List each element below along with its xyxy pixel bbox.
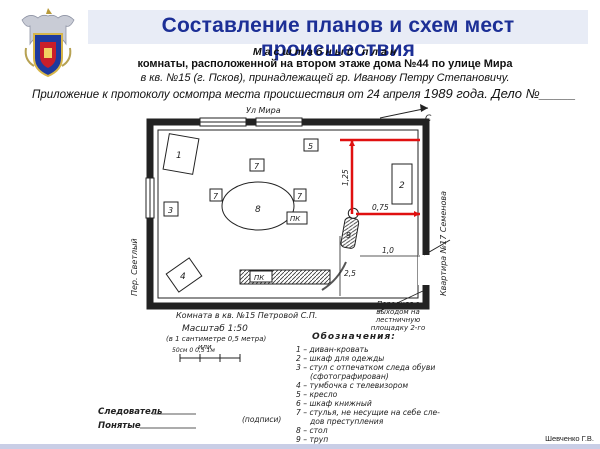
- measurement-lines: [340, 138, 420, 217]
- plan-owner-line: в кв. №15 (г. Псков), принадлежащей гр. …: [140, 72, 510, 84]
- chair-right-shape: [293, 188, 307, 202]
- chair-left-shape: [209, 188, 223, 202]
- compass-arrow-icon: [379, 104, 429, 119]
- armchair-pk-shape: [286, 211, 308, 225]
- corridor-note-box: Передняя с выходом на лестничную площадк…: [370, 300, 426, 334]
- investigator-label: Следователь: [98, 407, 162, 417]
- legend-item: 4 – тумбочка с телевизором: [296, 381, 409, 390]
- dimension-0-75: 0,75: [372, 203, 389, 212]
- corridor-note: Передняя с выходом на лестничную площадк…: [370, 300, 426, 334]
- scale-bar: [179, 354, 241, 362]
- legend-item: 8 – стол: [296, 426, 328, 435]
- dimension-2-5: 2,5: [344, 269, 356, 278]
- plan-subheading: комнаты, расположенной на втором этаже д…: [137, 58, 513, 70]
- legend-item: 2 – шкаф для одежды: [296, 354, 385, 363]
- legend-item: 1 – диван-кровать: [296, 345, 369, 354]
- table-shape: [221, 181, 295, 231]
- street-right-label: Квартира №17 Семенова: [439, 191, 448, 296]
- scale-title: Масштаб 1:50: [182, 324, 248, 334]
- street-top-label: Ул Мира: [246, 106, 281, 115]
- bloodstain-trail: [321, 261, 347, 291]
- legend-item: 7 – стулья, не несущие на себе сле-: [296, 408, 440, 417]
- author-credit: Шевченко Г.В.: [545, 434, 594, 443]
- furniture-tag-bookcase: ПК: [254, 274, 265, 282]
- furniture-number-chair-right: 7: [297, 192, 303, 201]
- furniture-number-wardrobe: 2: [399, 181, 405, 191]
- bed-shape: [162, 133, 200, 175]
- bookcase-tag: [249, 270, 273, 283]
- legend-item: (сфотографирован): [310, 372, 389, 381]
- room-walls: [145, 117, 451, 310]
- furniture-number-tv-stand: 4: [180, 272, 186, 282]
- legend-item: дов преступления: [310, 417, 384, 426]
- body-shape: [340, 207, 360, 249]
- scale-subtitle: (в 1 сантиметре 0,5 метра): [166, 335, 266, 343]
- armchair-shape: [303, 138, 319, 152]
- legend-title: Обозначения:: [312, 332, 396, 342]
- furniture-number-chair-left: 7: [213, 192, 219, 201]
- chair-top-shape: [249, 158, 265, 172]
- legend-item: 9 – труп: [296, 435, 329, 444]
- slide-title: Составление планов и схем мест происшест…: [161, 14, 515, 61]
- corridor-note-pointer: [377, 289, 426, 313]
- room-caption: Комната в кв. №15 Петровой С.П.: [176, 311, 317, 320]
- dimension-1-0: 1,0: [382, 246, 394, 255]
- footprint-chair-shape: [163, 201, 179, 217]
- legend-item: 5 – кресло: [296, 390, 338, 399]
- furniture-number-body: 9: [346, 231, 351, 240]
- furniture-number-table: 8: [255, 205, 261, 215]
- bottom-bar: [0, 444, 600, 449]
- protocol-line: Приложение к протоколу осмотра места про…: [32, 86, 592, 101]
- plan-heading: Масштабный план: [252, 46, 400, 58]
- furniture-number-footprint-chair: 3: [168, 206, 173, 215]
- witnesses-label: Понятые: [98, 421, 141, 431]
- furniture-number-armchair: 5: [308, 142, 313, 151]
- furniture-number-bed: 1: [176, 151, 182, 161]
- tv-stand-shape: [165, 257, 203, 293]
- furniture: [162, 133, 413, 293]
- legend-item: 6 – шкаф книжный: [296, 399, 372, 408]
- scale-bar-labels: 50см 0 0,5 1м: [172, 347, 215, 354]
- furniture-tag-armchair-pk: ПК: [290, 215, 301, 223]
- legend-item: 3 – стул с отпечатком следа обуви: [296, 363, 436, 372]
- protocol-line-text: Приложение к протоколу осмотра места про…: [32, 89, 421, 101]
- title-bar: Составление планов и схем мест происшест…: [88, 10, 588, 61]
- wardrobe-shape: [391, 163, 413, 205]
- signatures-note: (подписи): [242, 415, 281, 424]
- furniture-number-chair-top: 7: [254, 162, 260, 171]
- dimension-1-25: 1,25: [341, 169, 350, 186]
- street-left-label: Пер. Светлый: [130, 238, 139, 296]
- scale-or: или: [198, 343, 212, 351]
- protocol-line-case: 1989 года. Дело №_____: [423, 86, 576, 101]
- police-academy-emblem-icon: [21, 8, 75, 78]
- compass-label: С: [425, 114, 432, 124]
